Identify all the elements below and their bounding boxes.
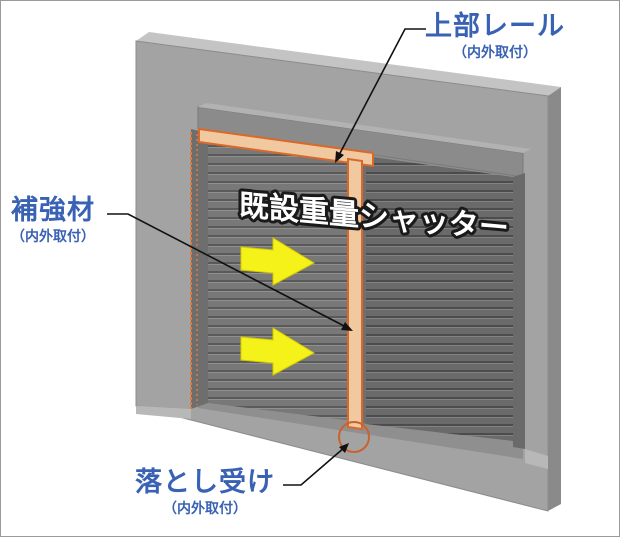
left-guide-rail bbox=[191, 129, 208, 409]
direction-arrow-icon bbox=[240, 237, 316, 286]
leader-arrowhead-drop-receiver bbox=[339, 443, 349, 453]
leader-line-reinforcement bbox=[107, 213, 349, 329]
drop-receiver-label: 落とし受け bbox=[135, 467, 275, 498]
upper-rail-label: 上部レール bbox=[425, 11, 565, 42]
wall-top-face bbox=[136, 32, 561, 96]
reinforcement-bar bbox=[347, 157, 363, 431]
callout-drop-receiver: 落とし受け （内外取付） bbox=[135, 469, 275, 516]
drop-receiver-note: （内外取付） bbox=[163, 501, 247, 517]
leader-arrowhead-reinforcement bbox=[341, 322, 353, 331]
leader-arrowhead-upper-rail bbox=[335, 151, 344, 163]
callout-reinforcement: 補強材 （内外取付） bbox=[11, 197, 95, 244]
direction-arrow-icon bbox=[240, 327, 316, 376]
header-box-top bbox=[198, 103, 531, 153]
wall-base-left bbox=[136, 406, 191, 419]
shutter-curtain-right bbox=[366, 156, 513, 441]
wall-base-right bbox=[525, 449, 548, 469]
right-guide-rail bbox=[513, 173, 525, 449]
upper-rail bbox=[198, 127, 374, 168]
reinforcement-label: 補強材 bbox=[11, 195, 95, 226]
leader-line-upper-rail bbox=[337, 28, 426, 158]
leader-line-drop-receiver bbox=[283, 446, 346, 486]
callout-upper-rail: 上部レール （内外取付） bbox=[425, 13, 565, 60]
wall-side-face bbox=[548, 87, 561, 511]
upper-rail-note: （内外取付） bbox=[453, 45, 537, 61]
highlight-circle-icon bbox=[338, 421, 370, 453]
reinforcement-note: （内外取付） bbox=[11, 229, 95, 245]
